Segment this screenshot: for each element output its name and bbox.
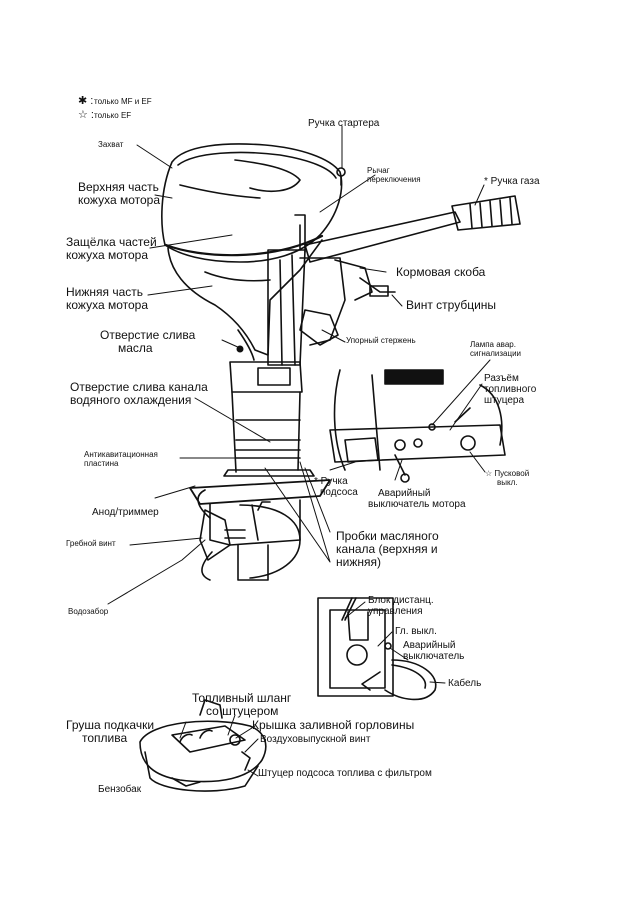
label-clamp-screw: Винт струбцины <box>406 298 497 312</box>
label-shift-lever: Рычаг переключения <box>367 166 421 184</box>
legend-text: только EF <box>94 111 132 120</box>
label-start-switch: ☆ Пусковой выкл. <box>485 469 529 487</box>
label-water-intake: Водозабор <box>68 607 109 616</box>
label-zahvat: Захват <box>98 140 124 149</box>
label-line: выкл. <box>497 478 518 487</box>
label-line: Защёлка частей <box>66 235 157 249</box>
label-line: водяного охлаждения <box>70 393 192 407</box>
label-lower-cowling: Нижняя часть кожуха мотора <box>66 286 148 312</box>
label-vent-screw: Воздуховыпускной винт <box>260 734 371 745</box>
label-line: выключатель мотора <box>368 499 466 510</box>
label-line: штуцера <box>484 395 525 406</box>
label-line: переключения <box>367 175 421 184</box>
label-filler-cap: Крышка заливной горловины <box>252 718 415 732</box>
label-line: управления <box>368 606 423 617</box>
label-line: кожуха мотора <box>78 193 161 207</box>
label-anode: Анод/триммер <box>92 507 159 518</box>
label-main-switch: Гл. выкл. <box>395 626 437 637</box>
label-thrust-rod: Упорный стержень <box>346 336 416 345</box>
label-line: Аварийный <box>378 488 431 499</box>
label-line: Топливный шланг <box>192 691 292 705</box>
label-cowling-latch: Защёлка частей кожуха мотора <box>66 236 157 262</box>
label-line: Верхняя часть <box>78 180 159 194</box>
label-line: масла <box>118 341 153 355</box>
label-fuel-hose: Топливный шланг со штуцером <box>192 692 291 718</box>
leader-lines <box>107 125 491 777</box>
legend-symbol: ✱ : <box>78 95 94 107</box>
label-line: нижняя) <box>336 555 381 569</box>
label-line: со штуцером <box>206 704 279 718</box>
label-line: Разъём <box>484 373 519 384</box>
label-starter-handle: Ручка стартера <box>308 118 380 129</box>
label-stern-bracket: Кормовая скоба <box>396 265 486 279</box>
label-fuel-pickup: Штуцер подсоса топлива с фильтром <box>258 768 432 779</box>
control-panel-inset <box>329 369 506 483</box>
label-choke-knob: * Ручка подсоса <box>314 476 358 498</box>
label-water-drain: Отверстие слива канала водяного охлажден… <box>70 381 208 407</box>
label-line: Нижняя часть <box>66 285 144 299</box>
label-upper-cowling: Верхняя часть кожуха мотора <box>78 181 160 207</box>
label-primer-bulb: Груша подкачки топлива <box>66 719 154 745</box>
legend-symbol: ☆ : <box>78 109 94 121</box>
propeller <box>197 489 246 581</box>
label-line: подсоса <box>320 487 358 498</box>
label-line: Отверстие слива <box>100 328 196 342</box>
label-line: топливного <box>484 384 537 395</box>
label-line: Аварийный <box>403 640 456 651</box>
label-line: ☆ Пусковой <box>485 469 530 478</box>
label-line: Блок дистанц. <box>368 595 434 606</box>
label-anticavitation: Антикавитационная пластина <box>84 450 158 468</box>
label-line: пластина <box>84 459 119 468</box>
label-line: топлива <box>82 731 128 745</box>
label-fuel-connector: Разъём топливного штуцера <box>484 373 536 406</box>
label-oil-drain: Отверстие слива масла <box>100 329 195 355</box>
label-fuel-tank: Бензобак <box>98 784 142 795</box>
label-cable: Кабель <box>448 678 482 689</box>
fuel-tank <box>139 699 267 792</box>
label-line: Антикавитационная <box>84 450 158 459</box>
label-line: канала (верхняя и <box>336 542 438 556</box>
label-line: * Ручка <box>314 476 348 487</box>
label-remote-unit: Блок дистанц. управления <box>368 595 434 617</box>
label-line: Пробки масляного <box>336 529 439 543</box>
label-propeller: Гребной винт <box>66 539 116 548</box>
label-oil-plugs: Пробки масляного канала (верхняя и нижня… <box>336 530 439 569</box>
label-line: Груша подкачки <box>66 718 155 732</box>
legend-item: ☆ :только EF <box>78 108 131 121</box>
label-line: кожуха мотора <box>66 248 149 262</box>
label-line: Лампа авар. <box>470 340 516 349</box>
remote-control-inset <box>317 597 437 701</box>
shaft-housing <box>189 361 331 581</box>
label-warning-lamp: Лампа авар. сигнализации <box>470 340 521 358</box>
upper-cowling <box>161 143 343 263</box>
label-emergency-switch: Аварийный выключатель <box>403 640 464 662</box>
legend-text: только MF и EF <box>94 97 152 106</box>
legend-item: ✱ :только MF и EF <box>78 94 152 107</box>
label-throttle-grip: * Ручка газа <box>484 176 540 187</box>
label-line: кожуха мотора <box>66 298 149 312</box>
lower-cowling <box>167 239 323 361</box>
tiller-handle <box>304 195 521 263</box>
label-line: выключатель <box>403 651 465 662</box>
label-line: Отверстие слива канала <box>70 380 208 394</box>
label-line: Рычаг <box>367 166 390 175</box>
label-line: сигнализации <box>470 349 522 358</box>
label-emergency-stop: Аварийный выключатель мотора <box>368 488 466 510</box>
